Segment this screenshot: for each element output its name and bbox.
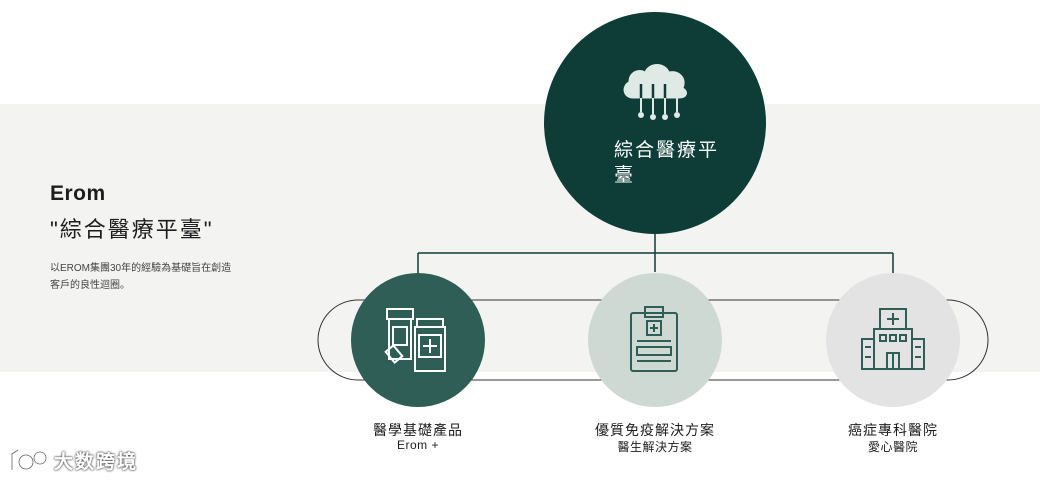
intro-block: Erom "綜合醫療平臺" 以EROM集團30年的經驗為基礎旨在創造客戶的良性迴… bbox=[50, 182, 235, 294]
watermark-text: 大数跨境 bbox=[54, 451, 139, 473]
hospital-icon bbox=[861, 308, 925, 370]
category-title-products: 醫學基礎產品 bbox=[373, 422, 463, 438]
watermark: 大数跨境 bbox=[8, 446, 138, 474]
cloud-network-icon bbox=[623, 64, 687, 120]
logo-icon bbox=[10, 448, 48, 471]
category-subtitle-hospital: 愛心醫院 bbox=[867, 440, 918, 454]
medicine-bottles-icon bbox=[384, 308, 446, 372]
intro-description: 以EROM集團30年的經驗為基礎旨在創造客戶的良性迴圈。 bbox=[50, 263, 232, 291]
brand-name: Erom bbox=[50, 182, 106, 205]
main-platform-title: 綜合醫療平臺 bbox=[614, 140, 720, 186]
main-platform-circle bbox=[544, 12, 766, 234]
category-title-hospital: 癌症專科醫院 bbox=[848, 422, 938, 438]
pill-outline bbox=[317, 299, 989, 381]
category-subtitle-products: Erom + bbox=[396, 438, 439, 452]
category-subtitle-immune: 醫生解決方案 bbox=[617, 440, 693, 454]
category-title-immune: 優質免疫解決方案 bbox=[595, 422, 715, 438]
tagline: "綜合醫療平臺" bbox=[50, 217, 214, 242]
clipboard-medical-icon bbox=[630, 306, 678, 372]
